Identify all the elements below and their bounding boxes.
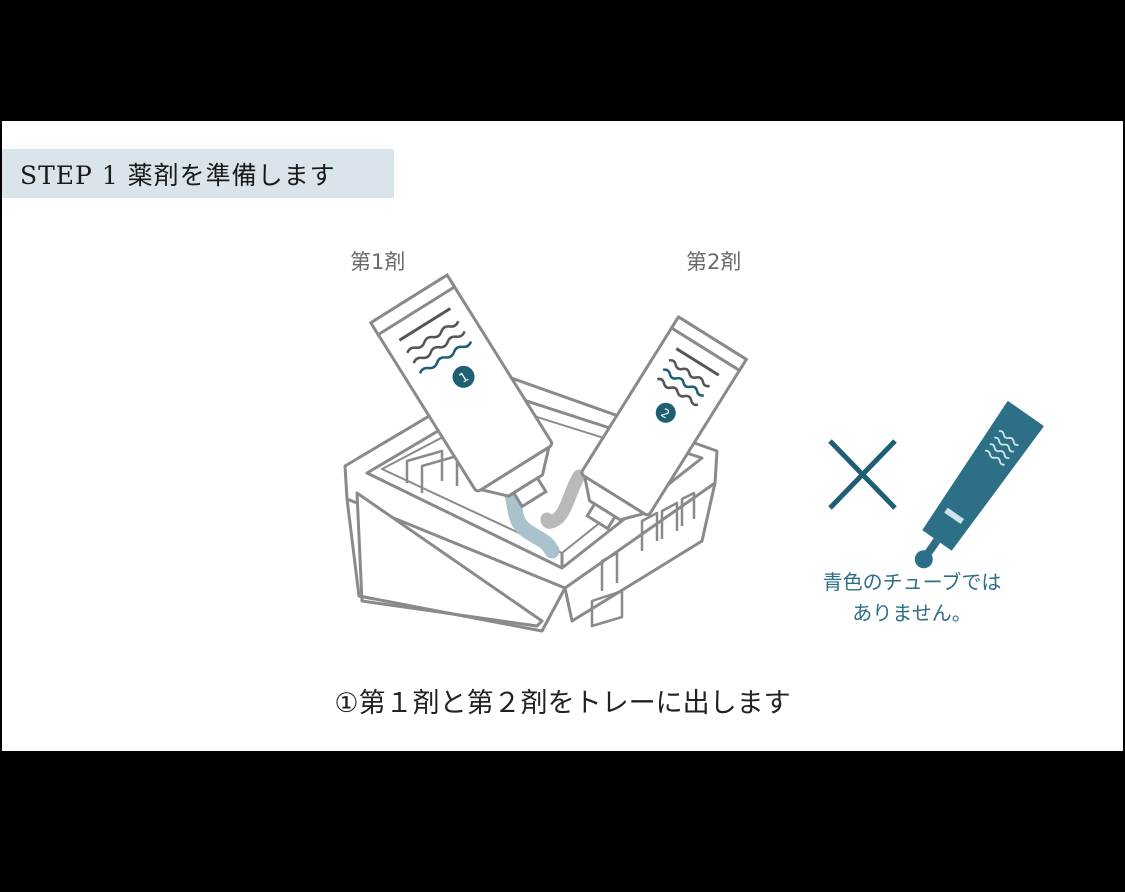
- first-agent-label: 第1剤: [350, 250, 406, 274]
- step-banner: STEP 1 薬剤を準備します: [2, 149, 394, 198]
- cross-mark-icon: [828, 439, 897, 510]
- instruction-slide: STEP 1 薬剤を準備します 第1剤 第2剤: [2, 121, 1123, 751]
- second-agent-label: 第2剤: [686, 250, 742, 274]
- note-line-1: 青色のチューブでは: [822, 570, 1002, 594]
- blue-tube-icon: [914, 400, 1044, 569]
- step-caption: ①第１剤と第２剤をトレーに出します: [334, 688, 791, 719]
- illustration: 1 2: [343, 273, 1044, 633]
- agent-1-paste: [502, 481, 560, 559]
- not-blue-tube-note: 青色のチューブでは ありません。: [787, 567, 1037, 629]
- step-title: STEP 1 薬剤を準備します: [20, 160, 336, 190]
- tube-2-icon: 2: [580, 314, 749, 531]
- note-line-2: ありません。: [852, 601, 972, 625]
- agent-2-paste: [540, 469, 586, 529]
- tube-1-icon: 1: [368, 273, 554, 509]
